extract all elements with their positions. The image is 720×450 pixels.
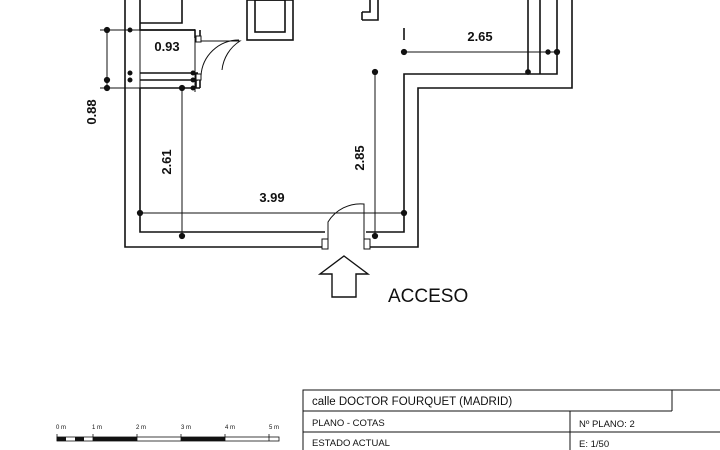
scale-tick-label: 3 m xyxy=(181,425,191,431)
door-swing-entrance xyxy=(327,203,365,244)
dimension-lines xyxy=(100,26,561,240)
inner-wall-left-lower xyxy=(139,88,325,233)
doors xyxy=(195,35,371,250)
dim-label-088: 0.88 xyxy=(84,99,99,124)
dim-label-093: 0.93 xyxy=(154,39,179,54)
door-swing-lower xyxy=(200,39,240,77)
door-swing-upper xyxy=(201,40,242,71)
entrance-arrow-icon xyxy=(317,255,371,298)
column-box xyxy=(246,0,294,41)
title-plan-number: Nº PLANO: 2 xyxy=(579,419,635,430)
title-scale: E: 1/50 xyxy=(579,439,609,450)
title-plan-type: PLANO - COTAS xyxy=(312,418,385,429)
dim-label-399: 3.99 xyxy=(259,190,284,205)
small-stub xyxy=(362,0,379,21)
walls xyxy=(124,0,573,248)
inner-wall-left xyxy=(139,0,195,31)
scale-tick-label: 4 m xyxy=(225,425,235,431)
scale-tick-label: 0 m xyxy=(56,425,66,431)
scale-tick-label: 1 m xyxy=(92,425,102,431)
outer-wall-bottom-right xyxy=(366,0,573,248)
partition-top-inner xyxy=(140,0,183,24)
dim-label-261: 2.61 xyxy=(159,149,174,174)
outer-wall-left xyxy=(124,0,325,248)
dim-label-265: 2.65 xyxy=(467,29,492,44)
title-state: ESTADO ACTUAL xyxy=(312,438,390,449)
scale-bar: 0 m 1 m 2 m 3 m 4 m 5 m xyxy=(56,425,280,442)
scale-tick-label: 5 m xyxy=(269,425,279,431)
dim-label-285: 2.85 xyxy=(352,145,367,170)
scale-tick-label: 2 m xyxy=(136,425,146,431)
title-block xyxy=(302,389,720,450)
title-address: calle DOCTOR FOURQUET (MADRID) xyxy=(312,396,512,408)
entrance-label: ACCESO xyxy=(388,286,468,307)
